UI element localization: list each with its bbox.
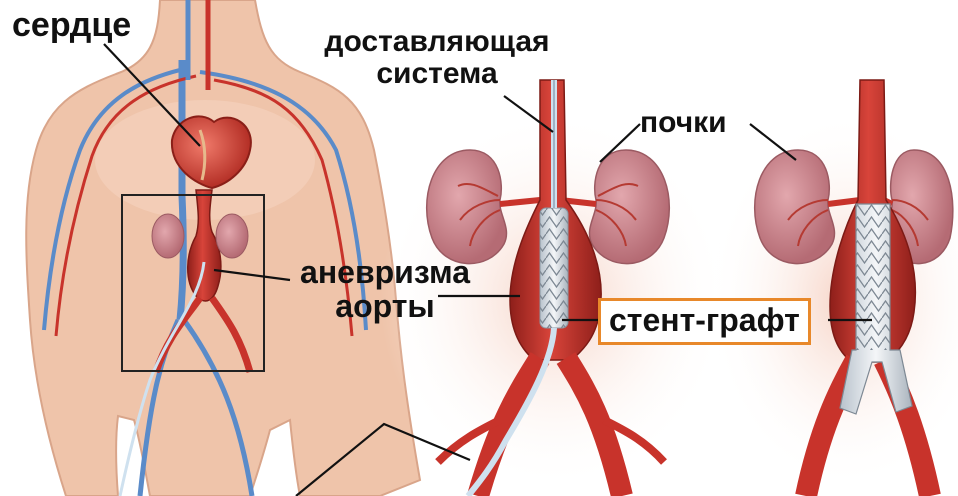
kidney-left-right xyxy=(755,150,835,264)
label-stent-graft: стент-графт xyxy=(598,298,811,345)
kidney-small-left xyxy=(152,214,184,258)
label-aortic-aneurysm: аневризма аорты xyxy=(280,256,490,323)
label-delivery-line-1: доставляющая xyxy=(302,26,572,58)
label-delivery-system: доставляющая система xyxy=(302,26,572,89)
kidney-left-mid xyxy=(427,150,507,264)
label-heart: сердце xyxy=(12,8,131,42)
kidney-small-right xyxy=(216,214,248,258)
label-kidneys: почки xyxy=(640,108,727,138)
label-delivery-line-2: система xyxy=(302,58,572,90)
kidney-right-mid xyxy=(590,150,670,264)
stent-graft-panel xyxy=(708,80,958,496)
label-aneurysm-line-2: аорты xyxy=(280,290,490,324)
vena-cava xyxy=(180,60,183,320)
label-aneurysm-line-1: аневризма xyxy=(280,256,490,290)
